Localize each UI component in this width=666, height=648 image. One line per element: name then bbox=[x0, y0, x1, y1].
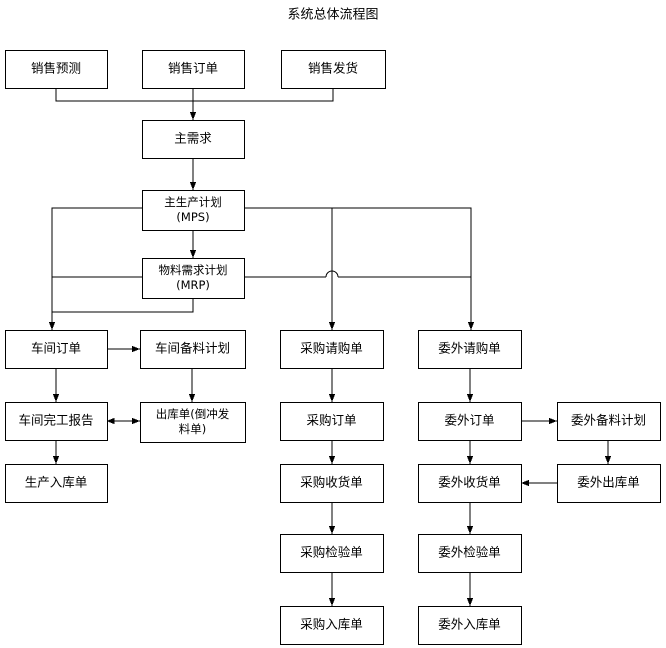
node-box[interactable] bbox=[142, 258, 245, 299]
flow-node-workshop_material_plan[interactable]: 车间备料计划 bbox=[140, 330, 246, 369]
node-label: 采购请购单 bbox=[300, 341, 363, 356]
flow-node-sales_shipment[interactable]: 销售发货 bbox=[281, 50, 386, 89]
node-label: 销售预测 bbox=[31, 61, 81, 76]
node-label: 委外入库单 bbox=[438, 617, 501, 632]
node-box[interactable] bbox=[557, 464, 661, 503]
node-box[interactable] bbox=[140, 402, 246, 443]
node-label: 主生产计划 bbox=[164, 195, 222, 209]
flow-node-main_demand[interactable]: 主需求 bbox=[142, 120, 245, 159]
flow-node-workshop_completion_report[interactable]: 车间完工报告 bbox=[5, 402, 108, 441]
node-box[interactable] bbox=[281, 50, 386, 89]
node-label: 销售发货 bbox=[308, 61, 358, 76]
node-label: (MRP) bbox=[176, 278, 210, 292]
flow-node-sales_forecast[interactable]: 销售预测 bbox=[5, 50, 108, 89]
node-box[interactable] bbox=[5, 402, 108, 441]
flow-node-outsource_requisition[interactable]: 委外请购单 bbox=[418, 330, 522, 369]
edge-segment bbox=[48, 207, 142, 330]
flow-node-workshop_order[interactable]: 车间订单 bbox=[5, 330, 108, 369]
flow-node-outsource_issue_note[interactable]: 委外出库单 bbox=[557, 464, 661, 503]
node-box[interactable] bbox=[418, 330, 522, 369]
node-label: 生产入库单 bbox=[25, 475, 88, 490]
flow-node-outsource_material_plan[interactable]: 委外备料计划 bbox=[557, 402, 661, 441]
node-label: 销售订单 bbox=[168, 61, 218, 76]
node-label: 车间完工报告 bbox=[18, 413, 93, 428]
node-label: 物料需求计划 bbox=[159, 263, 228, 277]
edge-segment bbox=[55, 88, 193, 102]
node-box[interactable] bbox=[418, 534, 522, 573]
node-label: 委外检验单 bbox=[438, 545, 501, 560]
node-label: 采购检验单 bbox=[300, 545, 363, 560]
flow-node-purchase_inspection[interactable]: 采购检验单 bbox=[280, 534, 384, 573]
node-label: 委外请购单 bbox=[438, 341, 501, 356]
node-label: 采购入库单 bbox=[300, 617, 363, 632]
flow-node-outsource_order[interactable]: 委外订单 bbox=[418, 402, 522, 441]
node-box[interactable] bbox=[5, 50, 108, 89]
node-box[interactable] bbox=[418, 464, 522, 503]
flow-edge bbox=[332, 207, 475, 330]
flow-edge bbox=[193, 88, 334, 102]
flow-node-purchase_order[interactable]: 采购订单 bbox=[280, 402, 384, 441]
node-label: 车间备料计划 bbox=[155, 341, 230, 356]
node-box[interactable] bbox=[142, 190, 245, 231]
node-box[interactable] bbox=[280, 606, 384, 645]
node-box[interactable] bbox=[418, 402, 522, 441]
node-label: 料单) bbox=[179, 422, 207, 436]
node-box[interactable] bbox=[280, 464, 384, 503]
node-box[interactable] bbox=[140, 330, 246, 369]
flow-node-mps[interactable]: 主生产计划(MPS) bbox=[142, 190, 245, 231]
flow-node-production_receipt[interactable]: 生产入库单 bbox=[5, 464, 108, 503]
flow-node-outsource_warehouse_in[interactable]: 委外入库单 bbox=[418, 606, 522, 645]
node-box[interactable] bbox=[280, 534, 384, 573]
node-box[interactable] bbox=[5, 464, 108, 503]
node-box[interactable] bbox=[142, 120, 245, 159]
node-label: 委外备料计划 bbox=[571, 413, 646, 428]
node-label: 采购收货单 bbox=[300, 475, 363, 490]
flow-node-mrp[interactable]: 物料需求计划(MRP) bbox=[142, 258, 245, 299]
flow-node-purchase_requisition[interactable]: 采购请购单 bbox=[280, 330, 384, 369]
node-label: 车间订单 bbox=[31, 341, 81, 356]
flow-edge bbox=[55, 88, 193, 102]
node-label: 主需求 bbox=[174, 131, 212, 146]
node-box[interactable] bbox=[142, 50, 245, 89]
flow-edge bbox=[244, 270, 471, 278]
edges-layer bbox=[48, 88, 612, 606]
page-title: 系统总体流程图 bbox=[287, 8, 378, 23]
flow-node-outsource_receipt_note[interactable]: 委外收货单 bbox=[418, 464, 522, 503]
node-box[interactable] bbox=[280, 402, 384, 441]
node-label: 委外出库单 bbox=[577, 475, 640, 490]
edge-segment bbox=[332, 207, 475, 330]
node-box[interactable] bbox=[5, 330, 108, 369]
flow-node-outsource_inspection[interactable]: 委外检验单 bbox=[418, 534, 522, 573]
node-label: 委外收货单 bbox=[438, 475, 501, 490]
edge-segment bbox=[193, 88, 334, 102]
node-label: 委外订单 bbox=[444, 413, 494, 428]
flow-edge bbox=[48, 207, 142, 330]
edge-segment bbox=[52, 298, 194, 313]
flow-node-purchase_warehouse_in[interactable]: 采购入库单 bbox=[280, 606, 384, 645]
flow-node-purchase_receipt_note[interactable]: 采购收货单 bbox=[280, 464, 384, 503]
flow-edge bbox=[244, 207, 336, 330]
node-box[interactable] bbox=[418, 606, 522, 645]
node-label: 出库单(倒冲发 bbox=[156, 407, 230, 421]
node-label: (MPS) bbox=[176, 210, 209, 224]
line-hop-icon bbox=[325, 270, 339, 278]
node-box[interactable] bbox=[280, 330, 384, 369]
edge-segment bbox=[244, 207, 336, 330]
node-box[interactable] bbox=[557, 402, 661, 441]
flow-edge bbox=[52, 298, 194, 313]
flow-node-sales_order[interactable]: 销售订单 bbox=[142, 50, 245, 89]
node-label: 采购订单 bbox=[306, 413, 356, 428]
